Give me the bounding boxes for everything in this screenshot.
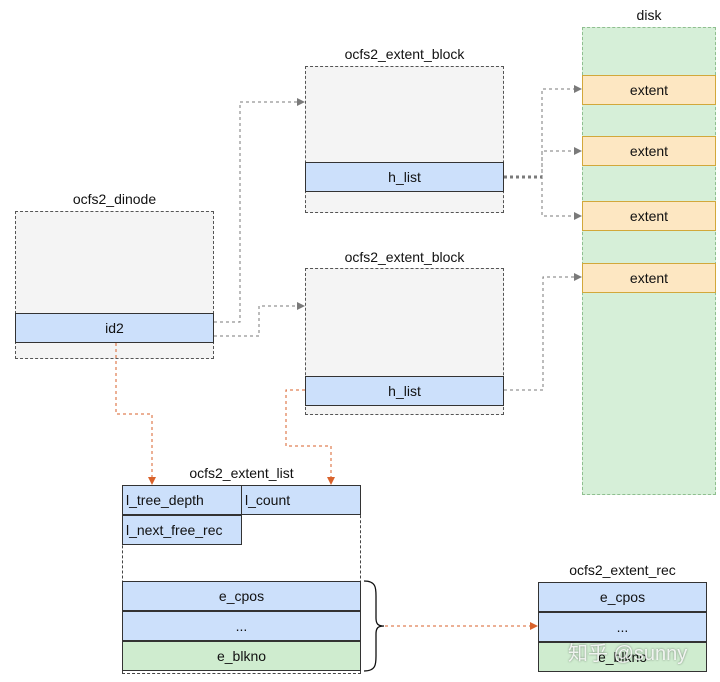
disk-extent: extent — [582, 75, 716, 105]
l-tree-depth-field: l_tree_depth — [122, 485, 242, 515]
disk-extent: extent — [582, 136, 716, 166]
id2-field: id2 — [15, 313, 214, 343]
disk — [582, 27, 716, 495]
rec-ellipsis-field: ... — [538, 612, 707, 642]
extent-block-bottom-title: ocfs2_extent_block — [344, 249, 465, 265]
extent-block-top-title: ocfs2_extent_block — [344, 46, 465, 62]
l-count-field: l_count — [241, 485, 361, 515]
list-e-cpos-field: e_cpos — [122, 581, 361, 611]
arrow-id2-to-extent-list — [115, 343, 156, 485]
arrow-hlist-to-extent-list — [285, 389, 335, 485]
arrow-top-hlist-to-extent-1 — [504, 85, 582, 177]
arrow-id2-to-bottom-block — [214, 302, 305, 337]
arrow-top-hlist-to-extent-2 — [504, 147, 582, 178]
rec-e-blkno-field: e_blkno — [538, 642, 707, 672]
disk-extent: extent — [582, 201, 716, 231]
arrow-top-hlist-to-extent-3 — [504, 177, 582, 220]
disk-title: disk — [636, 7, 662, 23]
list-e-blkno-field: e_blkno — [122, 641, 361, 671]
disk-extent: extent — [582, 263, 716, 293]
h-list-field-top: h_list — [305, 162, 504, 192]
extent-list-title: ocfs2_extent_list — [189, 465, 294, 481]
rec-e-cpos-field: e_cpos — [538, 582, 707, 612]
h-list-field-bottom: h_list — [305, 376, 504, 406]
extent-rec-title: ocfs2_extent_rec — [569, 562, 676, 578]
arrow-id2-to-top-block — [214, 98, 305, 323]
watermark: 知乎 @sunny — [568, 643, 688, 665]
list-ellipsis-field: ... — [122, 611, 361, 641]
dinode-title: ocfs2_dinode — [72, 191, 157, 207]
l-next-free-rec-field: l_next_free_rec — [122, 515, 242, 545]
rec-group-brace — [363, 580, 385, 672]
arrow-bottom-hlist-to-extent-4 — [504, 273, 582, 391]
